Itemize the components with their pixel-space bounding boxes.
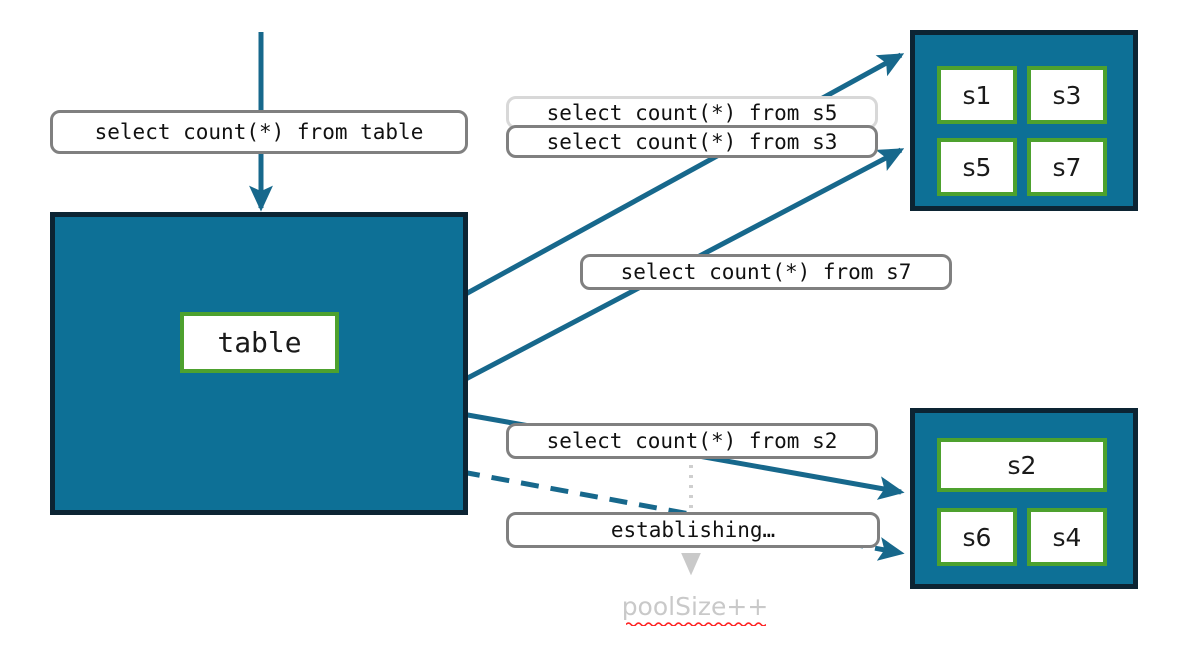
shard-s3[interactable]: s3: [1027, 66, 1107, 124]
arrow-table-to-shardgroup-top-a: [460, 52, 905, 299]
annotation-poolsize: poolSize++: [621, 592, 769, 621]
status-label-establishing[interactable]: establishing…: [506, 512, 880, 548]
shard-s2[interactable]: s2: [937, 438, 1107, 492]
shard-table[interactable]: table: [180, 312, 339, 373]
shard-s4[interactable]: s4: [1027, 508, 1107, 566]
query-label-root[interactable]: select count(*) from table: [50, 110, 468, 154]
shard-s6[interactable]: s6: [937, 508, 1017, 566]
shard-s7[interactable]: s7: [1027, 138, 1107, 196]
query-label-s7[interactable]: select count(*) from s7: [580, 254, 952, 290]
spellcheck-underline-icon: [626, 622, 766, 626]
shard-s5[interactable]: s5: [937, 138, 1017, 196]
query-label-s3[interactable]: select count(*) from s3: [506, 125, 878, 158]
query-label-s2[interactable]: select count(*) from s2: [506, 423, 878, 459]
shard-s1[interactable]: s1: [937, 66, 1017, 124]
